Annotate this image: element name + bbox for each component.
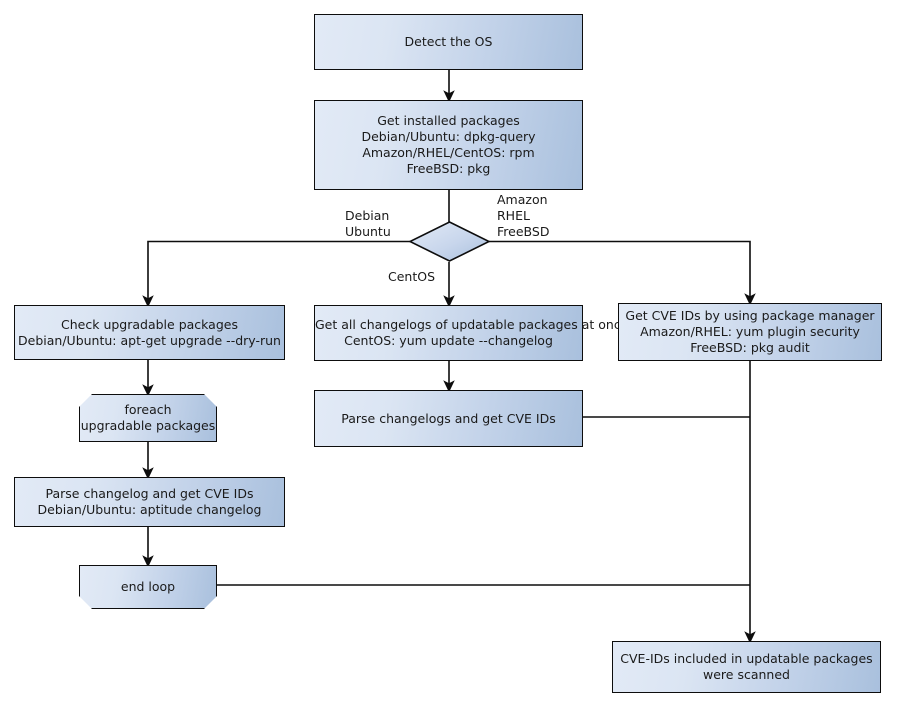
node-check-upgradable-packages[interactable]: Check upgradable packages Debian/Ubuntu:… xyxy=(14,305,285,360)
line-2: Debian/Ubuntu: dpkg-query xyxy=(361,129,536,144)
node-get-installed-packages[interactable]: Get installed packages Debian/Ubuntu: dp… xyxy=(314,100,583,190)
node-get-all-changelogs-text: Get all changelogs of updatable packages… xyxy=(315,317,628,349)
node-os-decision[interactable] xyxy=(409,221,490,262)
node-detect-os[interactable]: Detect the OS xyxy=(314,14,583,70)
line-1: CVE-IDs included in updatable packages xyxy=(620,651,873,666)
edge-label-debian-ubuntu: Debian Ubuntu xyxy=(345,208,391,239)
line-2: CentOS: yum update --changelog xyxy=(344,333,553,348)
node-parse-changelog-debian[interactable]: Parse changelog and get CVE IDs Debian/U… xyxy=(14,477,285,527)
node-detect-os-label: Detect the OS xyxy=(404,34,493,49)
line-2: were scanned xyxy=(703,667,790,682)
node-foreach-text: foreach upgradable packages xyxy=(80,402,216,434)
line-2: Debian/Ubuntu: apt-get upgrade --dry-run xyxy=(18,332,281,348)
line-2: Amazon/RHEL: yum plugin security xyxy=(640,324,860,339)
node-scan-complete-text: CVE-IDs included in updatable packages w… xyxy=(613,651,880,683)
node-parse-changelog-debian-text: Parse changelog and get CVE IDs Debian/U… xyxy=(15,486,284,518)
line-1: foreach xyxy=(124,402,172,417)
line-3: Amazon/RHEL/CentOS: rpm xyxy=(362,145,535,160)
line-1: Parse changelog and get CVE IDs xyxy=(45,486,254,501)
node-scan-complete[interactable]: CVE-IDs included in updatable packages w… xyxy=(612,641,881,693)
diamond-shape xyxy=(409,221,490,262)
node-get-installed-packages-text: Get installed packages Debian/Ubuntu: dp… xyxy=(315,113,582,177)
node-get-all-changelogs[interactable]: Get all changelogs of updatable packages… xyxy=(314,305,628,361)
node-get-cve-ids-text: Get CVE IDs by using package manager Ama… xyxy=(619,308,881,356)
node-end-loop[interactable]: end loop xyxy=(79,565,217,609)
node-parse-changelogs-label: Parse changelogs and get CVE IDs xyxy=(341,410,556,426)
edge-decision-debian xyxy=(142,240,410,308)
line-1: Get all changelogs of updatable packages… xyxy=(315,317,629,332)
line-1: Get installed packages xyxy=(377,113,520,128)
line-1: Check upgradable packages xyxy=(61,316,238,332)
node-check-upgradable-text: Check upgradable packages Debian/Ubuntu:… xyxy=(15,317,284,349)
line-1: Get CVE IDs by using package manager xyxy=(625,308,875,323)
node-end-loop-label: end loop xyxy=(120,579,176,594)
node-foreach-loop-start[interactable]: foreach upgradable packages xyxy=(79,394,217,442)
edge-label-amazon-rhel-freebsd: Amazon RHEL FreeBSD xyxy=(497,192,550,239)
line-3: FreeBSD: pkg audit xyxy=(690,340,810,355)
line-4: FreeBSD: pkg xyxy=(406,161,491,176)
line-2: Debian/Ubuntu: aptitude changelog xyxy=(37,502,262,517)
node-get-cve-ids-package-manager[interactable]: Get CVE IDs by using package manager Ama… xyxy=(618,303,882,361)
edge-decision-amazon xyxy=(489,240,756,306)
edge-label-centos: CentOS xyxy=(388,269,436,284)
node-parse-changelogs-centos[interactable]: Parse changelogs and get CVE IDs xyxy=(314,390,583,447)
line-2: upgradable packages xyxy=(80,418,216,433)
